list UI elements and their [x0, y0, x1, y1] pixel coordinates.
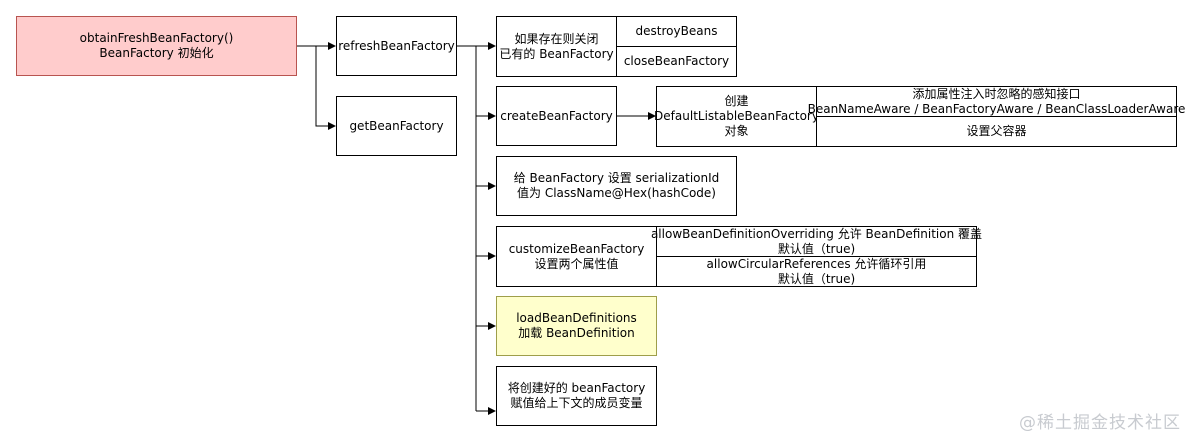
customize-line1: customizeBeanFactory — [508, 241, 645, 256]
assign-line1: 将创建好的 beanFactory — [507, 381, 646, 395]
close-if-exists-node[interactable]: 如果存在则关闭 已有的 BeanFactory — [496, 16, 617, 77]
parent-label: 设置父容器 — [966, 124, 1027, 138]
get-bean-factory-node[interactable]: getBeanFactory — [336, 96, 457, 156]
create-label: createBeanFactory — [500, 108, 613, 123]
set-parent-container-node[interactable]: 设置父容器 — [816, 116, 1177, 147]
close-bean-factory-label: closeBeanFactory — [623, 54, 730, 68]
destroy-beans-label: destroyBeans — [635, 24, 718, 38]
create-bean-factory-node[interactable]: createBeanFactory — [496, 86, 617, 146]
ignore-line2: BeanNameAware / BeanFactoryAware / BeanC… — [807, 101, 1186, 116]
serial-line1: 给 BeanFactory 设置 serializationId — [513, 171, 720, 185]
serialization-id-node[interactable]: 给 BeanFactory 设置 serializationId 值为 Clas… — [496, 156, 737, 216]
root-line2: BeanFactory 初始化 — [99, 46, 214, 60]
assign-bean-factory-node[interactable]: 将创建好的 beanFactory 赋值给上下文的成员变量 — [496, 366, 657, 426]
load-bean-definitions-node[interactable]: loadBeanDefinitions 加载 BeanDefinition — [496, 296, 657, 356]
destroy-beans-node[interactable]: destroyBeans — [616, 16, 737, 47]
edge-root-get — [315, 46, 336, 130]
p1-line1: allowBeanDefinitionOverriding 允许 BeanDef… — [650, 226, 983, 241]
get-label: getBeanFactory — [349, 118, 444, 133]
customize-bean-factory-node[interactable]: customizeBeanFactory 设置两个属性值 — [496, 226, 657, 287]
load-line2: 加载 BeanDefinition — [518, 326, 635, 340]
p1-line2: 默认值（true) — [777, 241, 856, 256]
allow-circular-references-node[interactable]: allowCircularReferences 允许循环引用 默认值（true) — [656, 256, 977, 287]
ignore-line1: 添加属性注入时忽略的感知接口 — [912, 86, 1081, 101]
customize-line2: 设置两个属性值 — [534, 256, 619, 271]
close-if-exists-line2: 已有的 BeanFactory — [499, 46, 614, 61]
assign-line2: 赋值给上下文的成员变量 — [510, 396, 643, 410]
close-if-exists-line1: 如果存在则关闭 — [514, 31, 599, 46]
create-obj-line1: 创建 — [724, 94, 749, 108]
watermark: @稀土掘金技术社区 — [1019, 413, 1181, 433]
serial-line2: 值为 ClassName@Hex(hashCode) — [517, 186, 716, 200]
default-listable-bean-factory-node[interactable]: 创建 DefaultListableBeanFactory 对象 — [654, 86, 819, 147]
refresh-bean-factory-node[interactable]: refreshBeanFactory — [336, 16, 457, 76]
root-obtain-fresh-bean-factory[interactable]: obtainFreshBeanFactory() BeanFactory 初始化 — [16, 16, 297, 76]
create-obj-line2: DefaultListableBeanFactory — [654, 109, 819, 123]
ignore-aware-interfaces-node[interactable]: 添加属性注入时忽略的感知接口 BeanNameAware / BeanFacto… — [808, 86, 1185, 117]
load-line1: loadBeanDefinitions — [516, 311, 637, 325]
allow-bean-definition-overriding-node[interactable]: allowBeanDefinitionOverriding 允许 BeanDef… — [651, 226, 982, 257]
close-bean-factory-node[interactable]: closeBeanFactory — [616, 46, 737, 77]
refresh-label: refreshBeanFactory — [338, 38, 455, 53]
root-line1: obtainFreshBeanFactory() — [79, 31, 234, 45]
p2-line1: allowCircularReferences 允许循环引用 — [706, 256, 927, 271]
create-obj-line3: 对象 — [724, 124, 749, 138]
p2-line2: 默认值（true) — [777, 271, 856, 286]
